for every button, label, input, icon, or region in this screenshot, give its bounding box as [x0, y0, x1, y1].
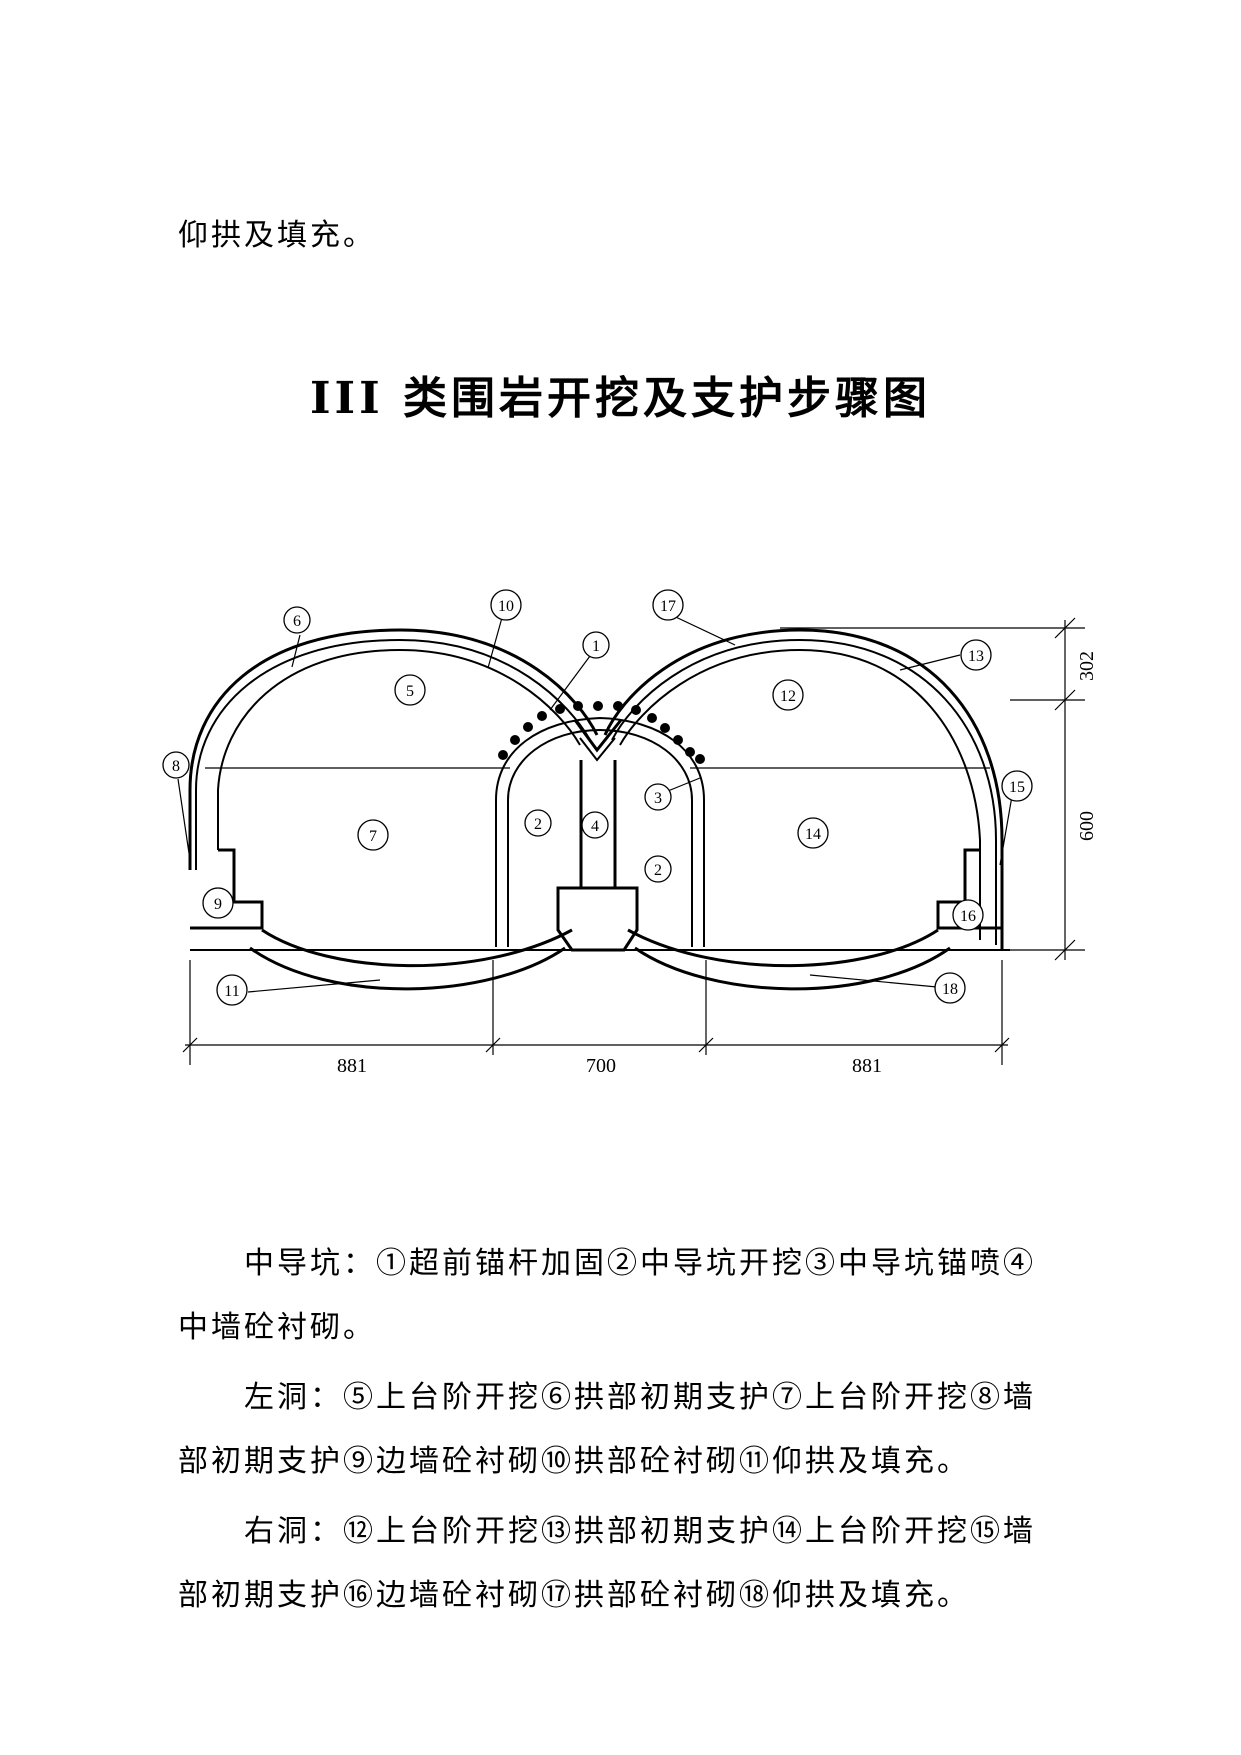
middle-wall [579, 760, 617, 888]
callout-17: 17 [660, 598, 676, 615]
callout-6-circle [283, 606, 311, 634]
callout-4: 4 [591, 818, 599, 835]
callout-11: 11 [224, 983, 239, 1000]
left-middle-arch [195, 638, 591, 870]
left-tunnel-line1: 左洞：⑤上台阶开挖⑥拱部初期支护⑦上台阶开挖⑧墙 [244, 1380, 1036, 1415]
right-invert-bottom [634, 946, 951, 991]
callout-1-circle [582, 631, 610, 659]
right-invert-top [627, 928, 939, 968]
middle-drift-arch [495, 716, 705, 947]
callout-3: 3 [654, 790, 662, 807]
callout-2b: 2 [654, 862, 662, 879]
callout-8-circle [162, 751, 190, 779]
middle-drift-line1: 中导坑：①超前锚杆加固②中导坑开挖③中导坑锚喷④ [244, 1246, 1036, 1281]
callout-16-circle [952, 899, 984, 931]
callout-9: 9 [214, 896, 222, 913]
callout-3-circle [644, 783, 672, 811]
callout-6: 6 [293, 613, 301, 630]
right-bench [936, 848, 1002, 930]
callout-16: 16 [960, 908, 976, 925]
callout-14-circle [797, 817, 829, 849]
middle-wall-base [556, 886, 639, 952]
dim-right [780, 620, 1085, 960]
center-v-bottom [579, 737, 616, 762]
callout-9-circle [202, 887, 234, 919]
dim-bottom-left: 881 [337, 1055, 367, 1077]
callout-17-circle [652, 589, 684, 621]
dim-bottom [185, 960, 1008, 1065]
paragraph-left-tunnel: 左洞：⑤上台阶开挖⑥拱部初期支护⑦上台阶开挖⑧墙 部初期支护⑨边墙砼衬砌⑩拱部砼… [178, 1366, 1083, 1494]
callout-10: 10 [498, 598, 514, 615]
right-middle-arch [611, 638, 997, 945]
callout-18-circle [934, 972, 966, 1004]
callout-7: 7 [369, 828, 377, 845]
middle-drift-inner [507, 728, 693, 947]
callout-1: 1 [592, 638, 600, 655]
right-tunnel-line1: 右洞：⑫上台阶开挖⑬拱部初期支护⑭上台阶开挖⑮墙 [244, 1514, 1036, 1549]
callout-14: 14 [805, 826, 821, 843]
left-outer-arch [188, 628, 599, 870]
left-bench [190, 848, 264, 930]
paragraph-right-tunnel: 右洞：⑫上台阶开挖⑬拱部初期支护⑭上台阶开挖⑮墙 部初期支护⑯边墙砼衬砌⑰拱部砼… [178, 1500, 1083, 1628]
callout-2a: 2 [534, 816, 542, 833]
callout-12-circle [772, 679, 804, 711]
callout-10-circle [490, 589, 522, 621]
center-v-top [573, 719, 623, 753]
callout-15-circle [1001, 770, 1033, 802]
excavation-diagram: 1 2 2 3 4 5 6 7 8 9 10 11 12 13 14 15 16… [162, 589, 1098, 1077]
page-title: III 类围岩开挖及支护步骤图 [309, 373, 932, 424]
callout-18: 18 [942, 981, 958, 998]
callout-4-circle [581, 811, 609, 839]
callout-13-circle [960, 639, 992, 671]
callout-2b-circle [644, 855, 672, 883]
middle-drift-line2: 中墙砼衬砌。 [178, 1310, 376, 1345]
callout-12: 12 [780, 688, 796, 705]
intro-line: 仰拱及填充。 [178, 218, 376, 253]
dim-right-upper: 302 [1076, 651, 1098, 681]
left-tunnel-line2: 部初期支护⑨边墙砼衬砌⑩拱部砼衬砌⑪仰拱及填充。 [178, 1444, 970, 1479]
callout-5-circle [394, 674, 426, 706]
callout-11-circle [216, 974, 248, 1006]
right-outer-arch [603, 628, 1004, 950]
dim-bottom-right: 881 [852, 1055, 882, 1077]
callout-7-circle [357, 819, 389, 851]
callout-8: 8 [172, 758, 180, 775]
anchor-dots [498, 701, 705, 764]
left-invert-bottom [249, 946, 566, 991]
callout-13: 13 [968, 648, 984, 665]
dim-bottom-middle: 700 [586, 1055, 616, 1077]
right-tunnel-line2: 部初期支护⑯边墙砼衬砌⑰拱部砼衬砌⑱仰拱及填充。 [178, 1578, 970, 1613]
dim-right-lower: 600 [1076, 811, 1098, 841]
paragraph-middle-drift: 中导坑：①超前锚杆加固②中导坑开挖③中导坑锚喷④ 中墙砼衬砌。 [178, 1232, 1083, 1360]
left-invert-top [261, 928, 573, 968]
callout-2a-circle [524, 809, 552, 837]
callout-15: 15 [1009, 779, 1025, 796]
left-inner-arch [217, 648, 581, 850]
callout-5: 5 [406, 683, 414, 700]
